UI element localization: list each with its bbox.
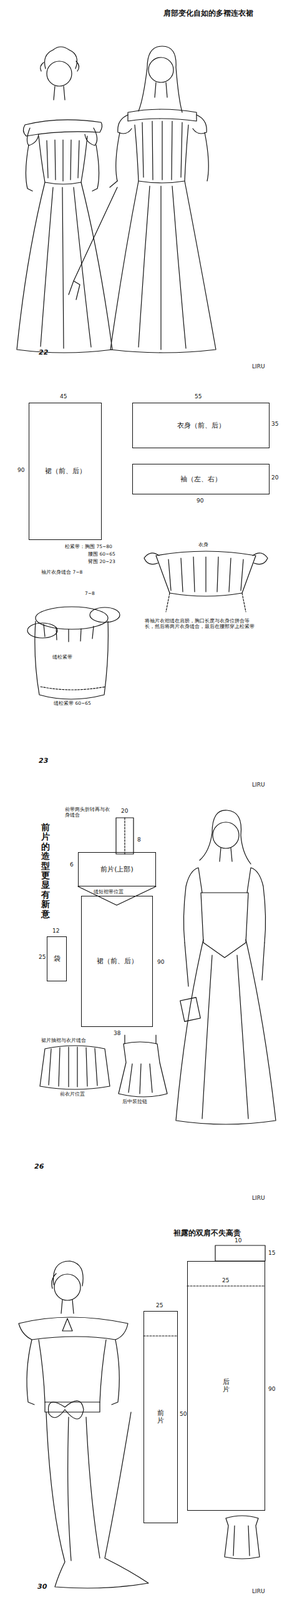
note: 将袖片衣褶缝在肩膀，胸口长度与衣身位拼合等长，然后将两片衣身缝合，最后在腰部穿上… [144, 617, 258, 629]
note: 后中装拉链 [122, 1098, 148, 1104]
pattern-piece: 衣身（前、后） [132, 402, 270, 448]
note: 衣身 [198, 541, 209, 548]
dimension: 25 [222, 1276, 229, 1284]
note: 缝短褶带位置 [93, 888, 124, 895]
watermark: LIRU [252, 363, 266, 370]
fashion-figure [68, 46, 216, 353]
pattern-piece: 前片 [143, 1310, 178, 1523]
dimension: 25 [155, 1301, 163, 1309]
piece-label: 后片 [222, 1377, 230, 1393]
pattern-piece: 裙（前、后） [28, 402, 102, 540]
collar-piece [143, 1244, 266, 1336]
strap-piece [77, 817, 156, 905]
note: 袖片衣身缝合 7~8 [41, 568, 83, 575]
page-number: 30 [37, 1581, 47, 1590]
watermark: LIRU [252, 1587, 266, 1595]
dress-sketch [118, 1034, 168, 1097]
note: 松紧带：胸围 75~80 [64, 543, 113, 550]
dimension: 55 [194, 393, 202, 400]
dimension: 10 [234, 1236, 242, 1244]
dimension: 20 [121, 807, 128, 815]
note: 裙片抽褶与衣片缝合 [41, 1036, 87, 1043]
dress-sketch [224, 1514, 260, 1558]
piece-label: 袋 [53, 953, 61, 963]
pattern-piece: 袖（左、右） [132, 463, 270, 495]
note: 缝松紧带 [52, 653, 73, 660]
dimension: 12 [52, 927, 60, 934]
pattern-piece: 后片 [187, 1260, 266, 1510]
dimension: 25 [38, 953, 46, 961]
fashion-figure [16, 46, 113, 353]
sleeve-sketch [27, 606, 120, 699]
dimension: 38 [113, 1029, 121, 1037]
page-number: 22 [38, 348, 49, 357]
piece-label: 袖（左、右） [180, 474, 222, 483]
folded-umbrella [68, 180, 118, 300]
dimension: 7~8 [84, 590, 95, 596]
dimension: 90 [268, 1385, 276, 1392]
watermark: LIRU [252, 1194, 266, 1201]
page-number: 26 [34, 1161, 44, 1170]
heading: 袒露的双肩不失高贵 [173, 1227, 274, 1237]
dimension: 45 [59, 393, 67, 400]
dimension: 15 [268, 1249, 276, 1256]
watermark: LIRU [252, 781, 266, 788]
heading: 肩部变化自如的多褶连衣裙 [163, 8, 278, 18]
fashion-figure [18, 1260, 149, 1588]
piece-label: 衣身（前、后） [177, 421, 226, 430]
note: 前衣片位置 [59, 1090, 85, 1097]
piece-label: 前片 [157, 1408, 165, 1424]
dimension: 20 [271, 474, 279, 482]
piece-label: 前片(上部) [100, 864, 134, 873]
dimension: 35 [271, 420, 279, 428]
bodice-sketch [144, 550, 268, 612]
dimension: 90 [17, 466, 25, 474]
note: 腰围 60~65 [87, 550, 116, 557]
dimension: 8 [137, 836, 141, 843]
note: 臂围 20~23 [87, 558, 116, 564]
skirt-gather-sketch [39, 1045, 110, 1089]
page-number: 23 [38, 756, 49, 765]
dimension: 6 [69, 860, 74, 868]
pattern-piece: 裙（前、后） [81, 895, 153, 1027]
piece-label: 裙（前、后） [44, 466, 87, 475]
pattern-piece: 前片(上部) [77, 851, 156, 886]
dimension: 90 [196, 497, 204, 505]
dimension: 50 [179, 1410, 187, 1417]
note: 前带两头折转再与衣身缝合 [64, 806, 114, 818]
piece-label: 裙（前、后） [96, 956, 138, 965]
heading: 前片的造型更显有新意 [41, 822, 50, 919]
fashion-figure [175, 809, 276, 1124]
pocket-piece: 袋 [46, 935, 67, 981]
note: 缝松紧带 60~65 [53, 700, 92, 706]
dimension: 90 [157, 958, 165, 966]
